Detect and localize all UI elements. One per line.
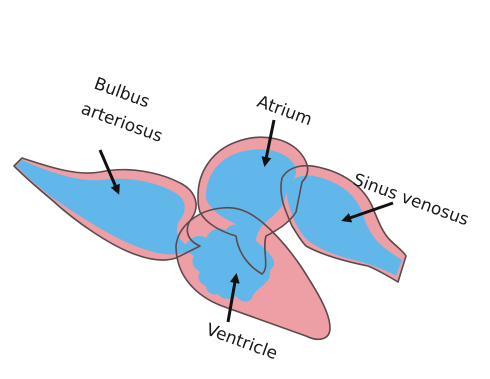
label-ventricle: Ventricle <box>203 320 280 364</box>
label-bulbus-line2: arteriosus <box>78 99 165 147</box>
label-atrium: Atrium <box>254 92 314 130</box>
